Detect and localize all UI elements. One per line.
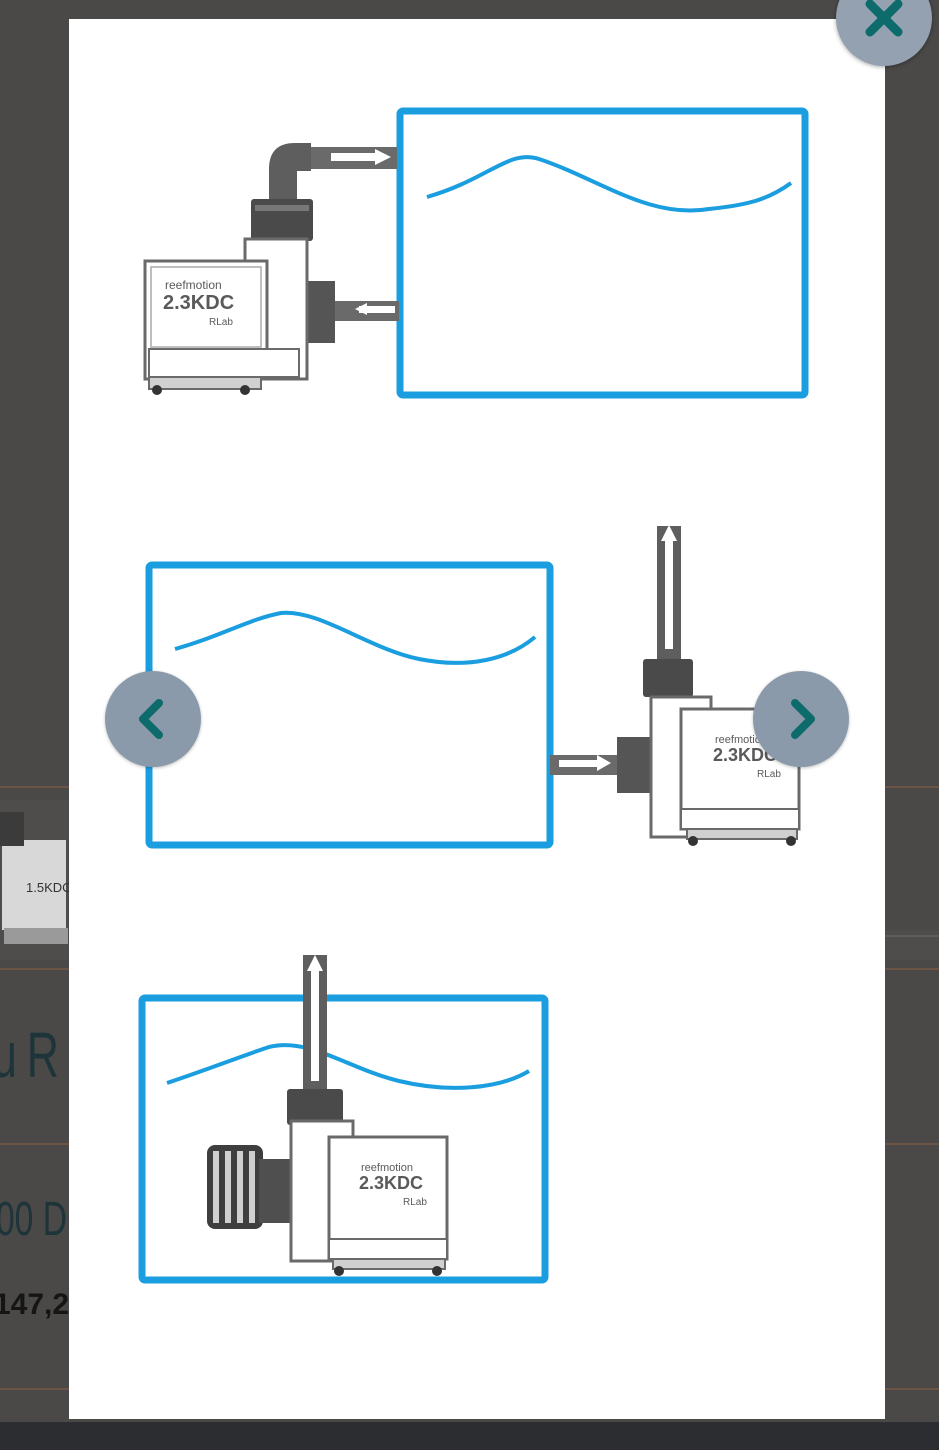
- close-x-icon: [865, 0, 903, 37]
- flow-arrow: [597, 755, 611, 771]
- pump-badge: RLab: [403, 1197, 427, 1208]
- pump-brand: reefmotion: [165, 278, 222, 292]
- pump-brand: reefmotion: [715, 734, 767, 746]
- lightbox-modal: reefmotion 2.3KDC RLab reefmot: [69, 19, 885, 1419]
- water-line: [166, 1043, 531, 1090]
- tank: [145, 561, 554, 849]
- flow-arrow: [307, 955, 323, 971]
- pump-model: 2.3KDC: [163, 292, 234, 314]
- tank: [396, 107, 809, 399]
- diagram-inline-setup: reefmotion 2.3KDC RLab: [145, 525, 801, 849]
- product-thumbnail-right[interactable]: [885, 930, 939, 960]
- pump-brand: reefmotion: [361, 1162, 413, 1174]
- tank: [138, 994, 549, 1284]
- flow-arrow: [661, 525, 677, 541]
- product-thumbnail[interactable]: 1.5KDC: [0, 800, 70, 960]
- product-title-fragment: u R: [0, 1019, 59, 1091]
- pump-model: 2.3KDC: [359, 1173, 423, 1193]
- chevron-left-icon: [139, 699, 163, 739]
- product-subtitle-fragment: 00 D: [0, 1193, 67, 1246]
- water-line: [426, 155, 793, 213]
- installation-diagram: reefmotion 2.3KDC RLab reefmot: [138, 107, 809, 1284]
- pump-model: 2.3KDC: [713, 745, 777, 765]
- pump-badge: RLab: [209, 317, 233, 328]
- water-line: [174, 610, 537, 665]
- thumbnail-model: 1.5KDC: [26, 880, 70, 895]
- diagram-external-setup: reefmotion 2.3KDC RLab: [143, 107, 809, 399]
- product-price-fragment: 147,2: [0, 1288, 70, 1321]
- chevron-right-icon: [791, 699, 815, 739]
- next-image-button[interactable]: [753, 671, 849, 767]
- flow-arrow: [355, 303, 367, 315]
- bottom-bar: [0, 1422, 939, 1450]
- diagram-submersible-setup: reefmotion 2.3KDC RLab: [138, 955, 549, 1284]
- pump-badge: RLab: [757, 769, 781, 780]
- previous-image-button[interactable]: [105, 671, 201, 767]
- flow-arrow: [375, 149, 391, 165]
